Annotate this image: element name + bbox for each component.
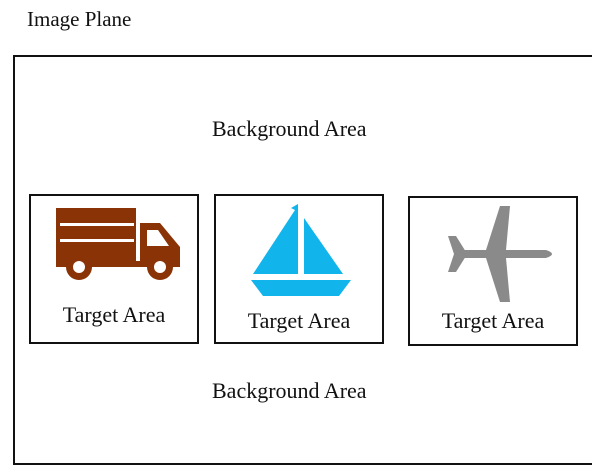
- target-area-label: Target Area: [441, 308, 545, 333]
- truck-icon: [56, 208, 180, 280]
- airplane-icon: [448, 206, 552, 302]
- image-plane-title: Image Plane: [27, 7, 132, 31]
- target-area-sailboat: Target Area: [214, 194, 384, 344]
- background-area-label-top: Background Area: [212, 116, 367, 141]
- target-area-label: Target Area: [247, 308, 351, 333]
- target-area-label: Target Area: [62, 302, 166, 327]
- background-area-label-bottom: Background Area: [212, 378, 367, 403]
- sailboat-icon: [251, 200, 351, 296]
- target-area-truck: Target Area: [29, 194, 199, 344]
- target-area-airplane: Target Area: [408, 196, 578, 346]
